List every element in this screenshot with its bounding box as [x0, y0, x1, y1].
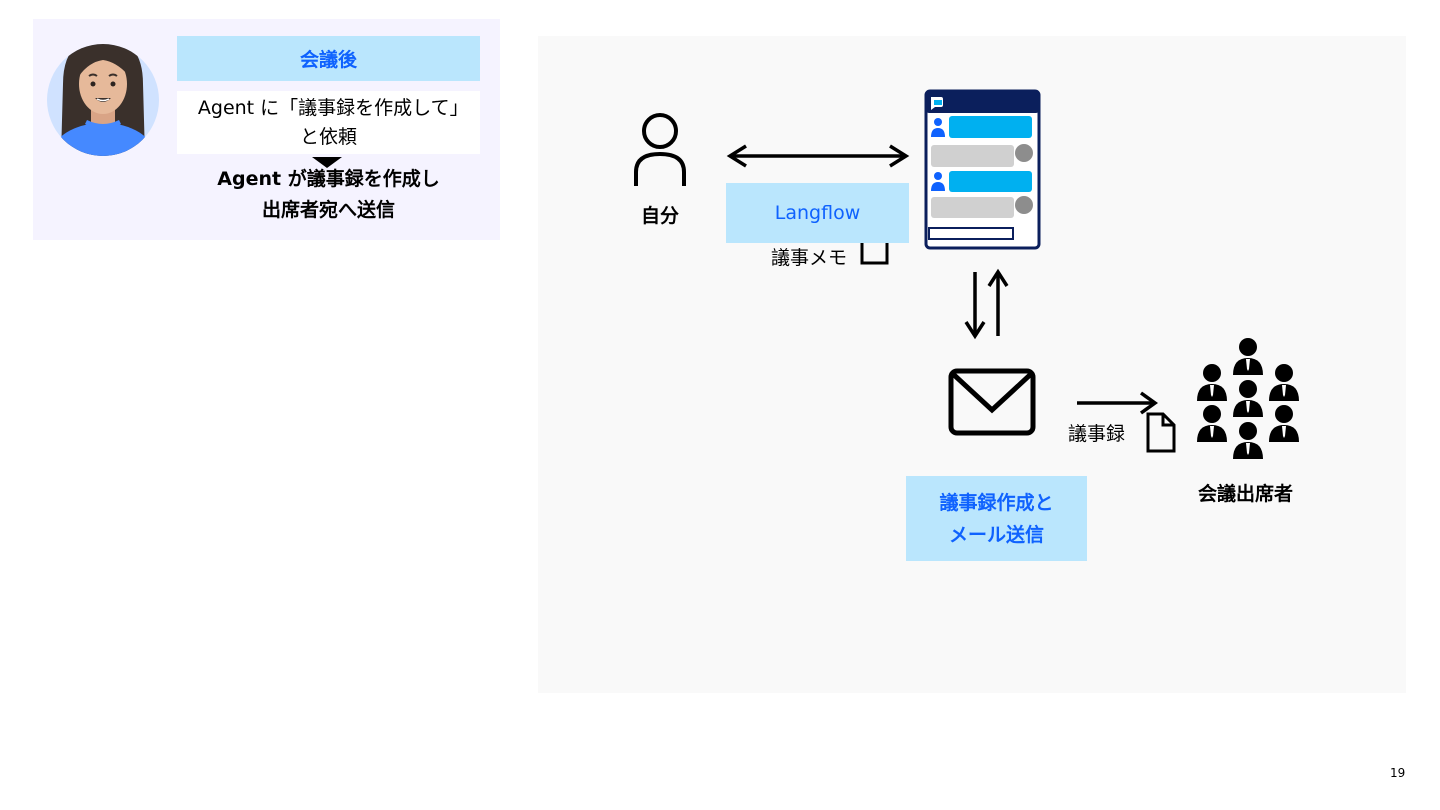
person-tie — [1282, 426, 1286, 438]
person-head — [1275, 405, 1293, 423]
result-line-2: 出席者宛へ送信 — [261, 199, 395, 221]
woman-avatar-icon — [47, 44, 159, 156]
person-head — [1239, 338, 1257, 356]
person-tie — [1246, 443, 1250, 455]
task-box: 議事録作成と メール送信 — [906, 476, 1087, 561]
person-head — [1203, 405, 1221, 423]
person-head — [1275, 364, 1293, 382]
person-tie — [1246, 359, 1250, 371]
task-line-1: 議事録作成と — [939, 491, 1054, 514]
memo-label: 議事メモ — [771, 247, 848, 269]
user-outline-icon — [634, 113, 686, 186]
person-head — [1203, 364, 1221, 382]
task-line-2: メール送信 — [948, 523, 1044, 546]
chat-app-icon — [924, 89, 1041, 250]
person-tie — [1210, 426, 1214, 438]
bidirectional-arrow — [726, 144, 910, 168]
vertical-arrows — [964, 268, 1009, 340]
envelope-icon — [948, 368, 1036, 436]
result-text: Agent が議事録を作成し 出席者宛へ送信 — [177, 164, 480, 226]
right-arrow — [1077, 391, 1159, 415]
phase-label: 会議後 — [177, 36, 480, 81]
minutes-label: 議事録 — [1068, 423, 1126, 445]
attendees-label: 会議出席者 — [1198, 483, 1294, 505]
result-line-1: Agent が議事録を作成し — [217, 168, 440, 190]
person-head — [1239, 380, 1257, 398]
document-icon — [1146, 412, 1176, 453]
down-arrow-icon — [312, 157, 342, 168]
workflow-diagram — [634, 89, 1299, 459]
langflow-label: Langflow — [726, 183, 909, 243]
page-number: 19 — [1390, 766, 1406, 780]
person-tie — [1282, 385, 1286, 397]
self-label: 自分 — [641, 205, 680, 227]
person-tie — [1246, 401, 1250, 413]
person-tie — [1210, 385, 1214, 397]
people-group-icon — [1197, 338, 1299, 459]
request-text: Agent に「議事録を作成して」と依頼 — [177, 91, 480, 154]
person-head — [1239, 422, 1257, 440]
